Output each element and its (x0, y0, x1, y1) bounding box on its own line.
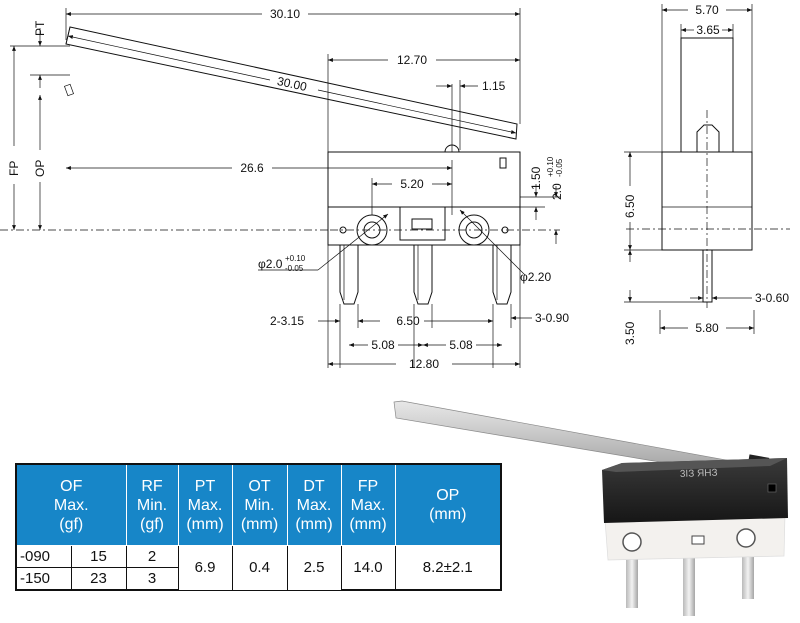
dim-body-width: 12.70 (397, 53, 427, 67)
cell-of: 15 (70, 545, 127, 568)
dim-side-top-width: 5.70 (695, 3, 719, 17)
dim-pin-spacing: 5.20 (400, 177, 424, 191)
dim-side-inner-width: 3.65 (696, 23, 720, 37)
dim-roller-offset: 1.15 (482, 79, 506, 93)
label-fp: FP (7, 161, 21, 176)
dim-pitch-right: 5.08 (449, 338, 473, 352)
photo-pin-right (742, 549, 754, 599)
switch-body-front (327, 151, 521, 208)
dim-hole-dia-2: φ2.20 (520, 270, 551, 284)
table-row: -090 15 2 6.9 0.4 2.5 14.0 8.2±2.1 (15, 545, 502, 591)
terminal-left (339, 245, 359, 305)
dim-terminal-width: 2-3.15 (270, 314, 304, 328)
dim-height-2-tol-minus: -0.05 (555, 158, 564, 177)
photo-body (602, 458, 788, 523)
dim-body-length: 12.80 (409, 357, 439, 371)
dim-fp-to-pin: 26.6 (240, 161, 264, 175)
header-op: OP(mm) (394, 463, 502, 546)
cell-dt: 2.5 (286, 545, 342, 591)
label-pt: PT (33, 20, 47, 36)
dim-hole-dia-tol-plus: +0.10 (285, 254, 306, 263)
lever-ghost-tip (64, 83, 74, 97)
dim-terminal-thickness: 3-0.90 (535, 311, 569, 325)
dim-height-1: 1.50 (529, 166, 543, 190)
cell-ot: 0.4 (231, 545, 288, 591)
dim-total-length: 30.10 (270, 7, 300, 21)
cell-of: 23 (70, 567, 127, 591)
cell-model: -150 (15, 567, 72, 591)
cell-pt: 6.9 (177, 545, 233, 591)
dim-height-2: 2.0 (550, 183, 564, 200)
cell-rf: 2 (125, 545, 179, 568)
dim-side-bottom-width: 5.80 (695, 321, 719, 335)
dim-pitch-left: 5.08 (371, 338, 395, 352)
dim-side-terminal-len: 3.50 (623, 321, 637, 345)
dim-terminal-pitch: 6.50 (396, 314, 420, 328)
dim-side-body-height: 6.50 (623, 194, 637, 218)
dim-height-2-tol-plus: +0.10 (546, 156, 555, 177)
front-view: 30.10 30.00 12.70 1.15 26.6 5.20 1.50 (0, 7, 569, 371)
dim-lever-length: 30.00 (276, 74, 309, 94)
side-view: 5.70 3.65 6.50 3.50 3-0.60 5.80 (623, 3, 790, 345)
photo-body-marking: 3ІЗ ЯНЗ (680, 468, 718, 480)
product-photo: 3ІЗ ЯНЗ (393, 400, 788, 616)
cell-op: 8.2±2.1 (394, 545, 502, 591)
cell-model: -090 (15, 545, 72, 568)
photo-pin-left (626, 551, 638, 608)
side-terminal (702, 249, 713, 303)
dim-hole-dia-tol-minus: -0.05 (285, 264, 304, 273)
dim-hole-dia: φ2.0 (258, 257, 283, 271)
terminal-right (492, 245, 512, 305)
table-row: -150 23 3 (15, 567, 501, 591)
label-op: OP (33, 160, 47, 177)
side-lever (680, 37, 734, 153)
photo-pin-middle (683, 556, 695, 616)
cell-rf: 3 (125, 567, 179, 591)
terminal-middle (413, 245, 433, 305)
cell-fp: 14.0 (340, 545, 396, 591)
dim-side-terminal-thick: 3-0.60 (755, 291, 789, 305)
